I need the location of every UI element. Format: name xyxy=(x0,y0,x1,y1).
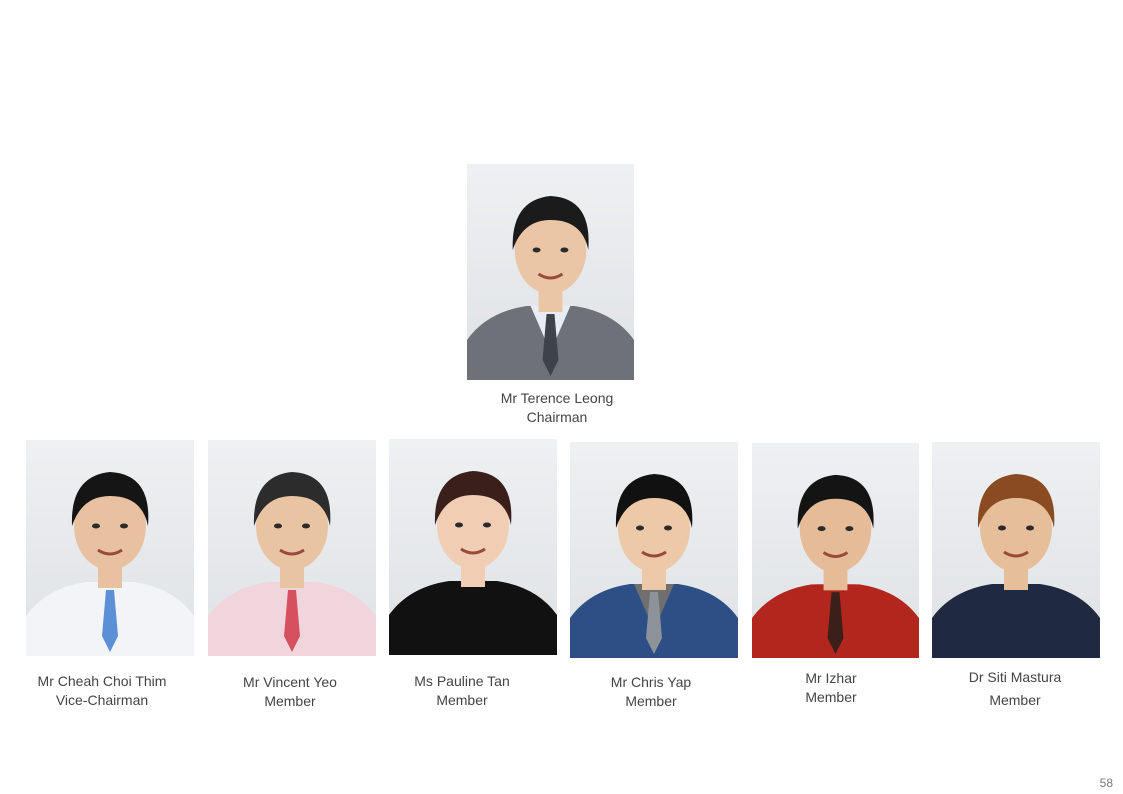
member-role: Member xyxy=(264,693,316,709)
member-name: Ms Pauline Tan xyxy=(414,673,510,689)
member-caption: Mr Chris Yap Member xyxy=(570,673,732,711)
member-role: Vice-Chairman xyxy=(55,692,149,708)
member-caption: Mr Izhar Member xyxy=(752,669,910,707)
member-role: Chairman xyxy=(526,409,588,425)
member-caption: Ms Pauline Tan Member xyxy=(389,672,535,710)
portrait-illustration xyxy=(467,196,634,380)
portrait-illustration xyxy=(26,472,194,656)
member-role: Member xyxy=(805,689,857,705)
member-caption: Mr Vincent Yeo Member xyxy=(208,673,372,711)
portrait-illustration xyxy=(389,471,557,655)
member-name: Mr Vincent Yeo xyxy=(243,674,337,690)
member-name: Dr Siti Mastura xyxy=(968,669,1062,685)
member-name: Mr Cheah Choi Thim xyxy=(37,673,167,689)
member-name: Mr Izhar xyxy=(805,670,857,686)
page-number: 58 xyxy=(1099,776,1113,790)
member-caption: Dr Siti Mastura Member xyxy=(932,668,1098,710)
member-caption: Mr Cheah Choi Thim Vice-Chairman xyxy=(26,672,178,710)
portrait-illustration xyxy=(208,472,376,656)
member-photo xyxy=(752,443,919,658)
member-photo xyxy=(467,164,634,380)
member-role: Member xyxy=(625,693,677,709)
member-role: Member xyxy=(989,692,1041,708)
portrait-illustration xyxy=(932,474,1100,658)
member-name: Mr Chris Yap xyxy=(610,674,692,690)
portrait-illustration xyxy=(570,474,738,658)
member-caption: Mr Terence Leong Chairman xyxy=(467,389,647,427)
member-role: Member xyxy=(436,692,488,708)
member-photo xyxy=(208,440,376,656)
member-photo xyxy=(570,442,738,658)
portrait-illustration xyxy=(752,474,919,658)
member-photo xyxy=(932,442,1100,658)
member-name: Mr Terence Leong xyxy=(500,390,614,406)
member-photo xyxy=(389,439,557,655)
member-photo xyxy=(26,440,194,656)
